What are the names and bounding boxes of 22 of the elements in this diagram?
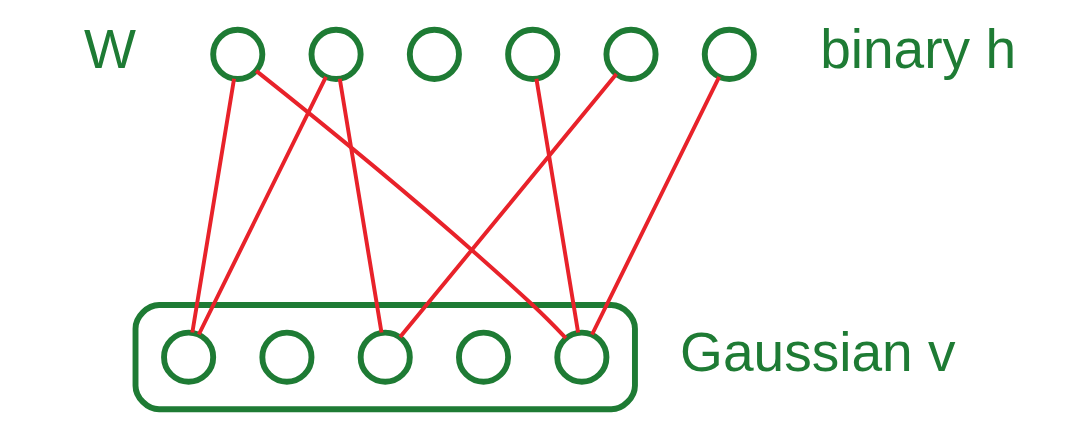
node-circle (603, 26, 659, 82)
connector (196, 76, 328, 336)
connector (189, 78, 236, 333)
label: W (83, 17, 136, 80)
connector (254, 69, 567, 340)
node-circle (504, 26, 560, 82)
label: Gaussian v (679, 320, 955, 383)
node-circle (209, 26, 265, 82)
node-circle (357, 329, 413, 385)
cluster (132, 302, 638, 413)
node-circle (160, 329, 216, 385)
node-circle (553, 329, 609, 385)
node-circle (701, 26, 757, 82)
connector (589, 76, 721, 336)
connector (533, 78, 580, 333)
connector (398, 72, 618, 339)
node-circle (455, 329, 511, 385)
node-circle (406, 26, 462, 82)
label: binary h (819, 17, 1016, 80)
node-circle (258, 329, 314, 385)
connector (337, 78, 383, 333)
node-circle (308, 26, 364, 82)
